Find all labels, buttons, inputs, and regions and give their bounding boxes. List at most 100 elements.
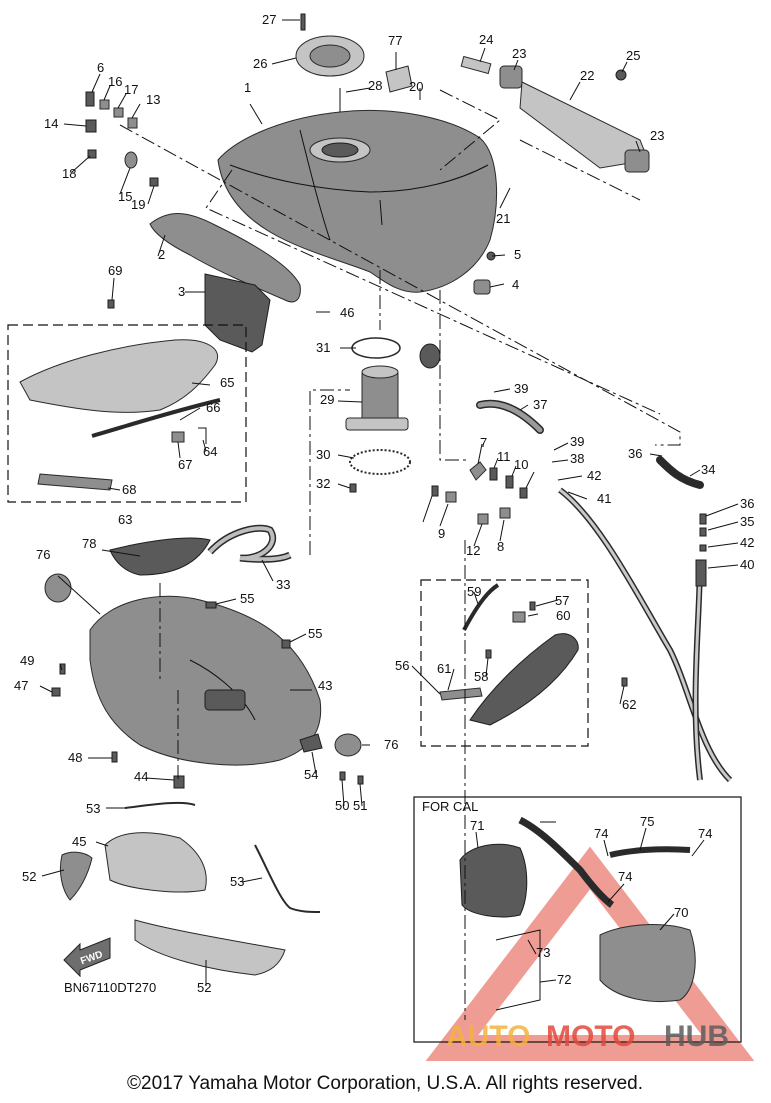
part-ref-30: 30 (316, 447, 330, 462)
part-ref-28: 28 (368, 78, 382, 93)
part-ref-7: 7 (480, 435, 487, 450)
part-ref-74: 74 (618, 869, 632, 884)
part-ref-43: 43 (318, 678, 332, 693)
part-ref-39: 39 (514, 381, 528, 396)
part-ref-55: 55 (308, 626, 322, 641)
part-ref-59: 59 (467, 584, 481, 599)
part-ref-65: 65 (220, 375, 234, 390)
part-ref-63: 63 (118, 512, 132, 527)
part-ref-66: 66 (206, 400, 220, 415)
part-ref-72: 72 (557, 972, 571, 987)
part-ref-77: 77 (388, 33, 402, 48)
part-ref-54: 54 (304, 767, 318, 782)
part-ref-3: 3 (178, 284, 185, 299)
part-ref-62: 62 (622, 697, 636, 712)
part-ref-42: 42 (587, 468, 601, 483)
callout-lines (39, 19, 739, 986)
part-ref-21: 21 (496, 211, 510, 226)
watermark-auto: AUTO (446, 1020, 530, 1053)
part-ref-14: 14 (44, 116, 58, 131)
part-ref-10: 10 (514, 457, 528, 472)
part-ref-36: 36 (740, 496, 754, 511)
part-ref-1: 1 (244, 80, 251, 95)
part-ref-27: 27 (262, 12, 276, 27)
group-box-56 (420, 579, 589, 747)
part-ref-37: 37 (533, 397, 547, 412)
part-ref-11: 11 (497, 449, 511, 464)
for-cal-label: FOR CAL (422, 799, 478, 814)
part-ref-58: 58 (474, 669, 488, 684)
part-ref-73: 73 (536, 945, 550, 960)
part-ref-2: 2 (158, 247, 165, 262)
part-ref-42: 42 (740, 535, 754, 550)
watermark-hub: HUB (664, 1020, 729, 1053)
part-ref-75: 75 (640, 814, 654, 829)
part-ref-64: 64 (203, 444, 217, 459)
part-ref-45: 45 (72, 834, 86, 849)
part-ref-52: 52 (197, 980, 211, 995)
part-ref-12: 12 (466, 543, 480, 558)
part-ref-68: 68 (122, 482, 136, 497)
part-ref-9: 9 (438, 526, 445, 541)
part-ref-29: 29 (320, 392, 334, 407)
part-ref-46: 46 (340, 305, 354, 320)
part-ref-40: 40 (740, 557, 754, 572)
part-ref-47: 47 (14, 678, 28, 693)
part-ref-32: 32 (316, 476, 330, 491)
part-ref-71: 71 (470, 818, 484, 833)
part-ref-67: 67 (178, 457, 192, 472)
part-ref-69: 69 (108, 263, 122, 278)
part-ref-61: 61 (437, 661, 451, 676)
part-ref-6: 6 (97, 60, 104, 75)
part-ref-23: 23 (512, 46, 526, 61)
part-ref-39: 39 (570, 434, 584, 449)
part-ref-8: 8 (497, 539, 504, 554)
part-ref-78: 78 (82, 536, 96, 551)
part-ref-31: 31 (316, 340, 330, 355)
watermark-moto: MOTO (546, 1020, 635, 1053)
part-shapes (19, 13, 733, 1011)
part-ref-38: 38 (570, 451, 584, 466)
part-ref-35: 35 (740, 514, 754, 529)
copyright-text: ©2017 Yamaha Motor Corporation, U.S.A. A… (127, 1073, 643, 1094)
part-ref-24: 24 (479, 32, 493, 47)
part-ref-41: 41 (597, 491, 611, 506)
part-ref-22: 22 (580, 68, 594, 83)
part-ref-52: 52 (22, 869, 36, 884)
part-ref-23: 23 (650, 128, 664, 143)
part-ref-74: 74 (594, 826, 608, 841)
part-ref-5: 5 (514, 247, 521, 262)
part-ref-74: 74 (698, 826, 712, 841)
diagram-code: BN67110DT270 (64, 980, 156, 995)
part-ref-76: 76 (36, 547, 50, 562)
part-ref-15: 15 (118, 189, 132, 204)
part-ref-51: 51 (353, 798, 367, 813)
part-ref-49: 49 (20, 653, 34, 668)
group-boxes (7, 89, 742, 1043)
part-ref-50: 50 (335, 798, 349, 813)
part-ref-13: 13 (146, 92, 160, 107)
part-ref-4: 4 (512, 277, 519, 292)
part-ref-36: 36 (628, 446, 642, 461)
part-ref-25: 25 (626, 48, 640, 63)
part-ref-55: 55 (240, 591, 254, 606)
part-ref-26: 26 (253, 56, 267, 71)
part-ref-20: 20 (409, 79, 423, 94)
part-ref-76: 76 (384, 737, 398, 752)
part-ref-19: 19 (131, 197, 145, 212)
part-ref-53: 53 (230, 874, 244, 889)
part-ref-16: 16 (108, 74, 122, 89)
fwd-arrow-icon: FWD (63, 937, 111, 978)
part-ref-17: 17 (124, 82, 138, 97)
part-ref-48: 48 (68, 750, 82, 765)
part-ref-70: 70 (674, 905, 688, 920)
watermark-logo: AUTO MOTO HUB (446, 1020, 729, 1053)
part-ref-34: 34 (701, 462, 715, 477)
part-ref-53: 53 (86, 801, 100, 816)
part-ref-44: 44 (134, 769, 148, 784)
part-ref-60: 60 (556, 608, 570, 623)
part-ref-56: 56 (395, 658, 409, 673)
part-ref-57: 57 (555, 593, 569, 608)
